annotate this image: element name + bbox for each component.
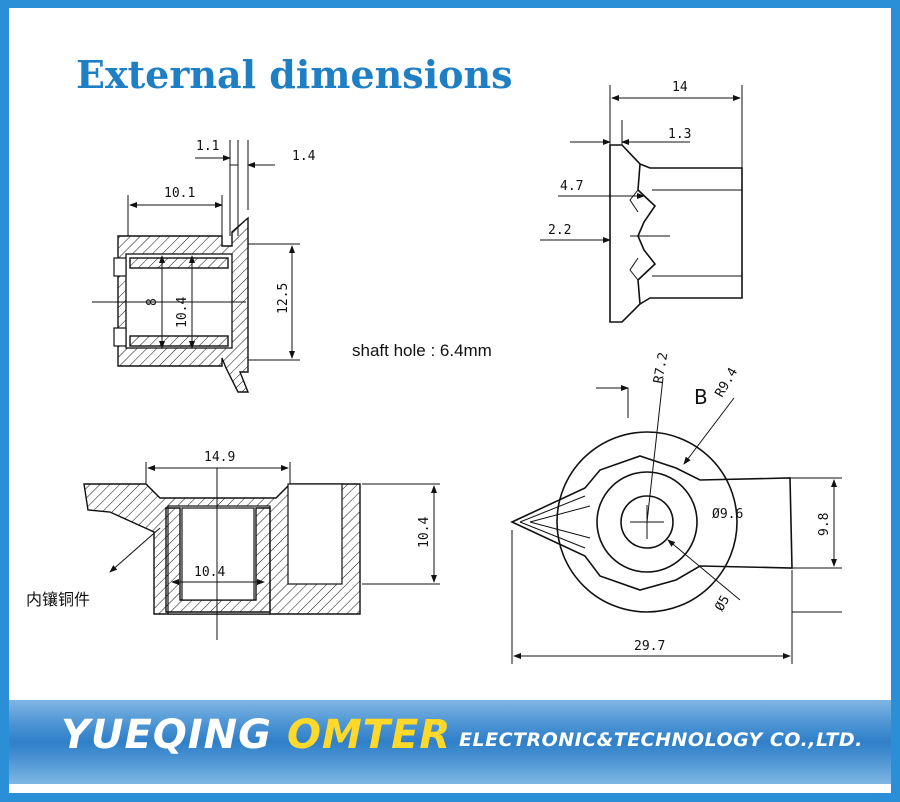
dim-10-4-side: 10.4 (175, 297, 190, 328)
dim-r7-2: R7.2 (651, 351, 671, 384)
dim-1-3: 1.3 (668, 127, 691, 142)
dim-14: 14 (672, 80, 688, 95)
dim-phi-5: Ø5 (712, 593, 733, 614)
dim-1-1: 1.1 (196, 139, 219, 154)
brand-omter: OMTER (287, 712, 452, 758)
front-section-view: 14.9 10.4 10.4 (83, 450, 440, 640)
top-view: R7.2 R9.4 B Ø9.6 Ø5 9.8 29.7 (510, 351, 842, 664)
insert-note: 内镶铜件 (26, 590, 90, 609)
dim-10-4-height: 10.4 (417, 517, 432, 548)
brand-company-name: ELECTRONIC&TECHNOLOGY CO.,LTD. (459, 729, 863, 751)
dim-12-5: 12.5 (276, 283, 291, 314)
dim-r9-4: R9.4 (712, 365, 741, 400)
side-outline-view: 14 1.3 4.7 2.2 (540, 80, 743, 323)
side-section-view: 1.1 1.4 10.1 8 10.4 12.5 (92, 139, 316, 393)
dim-9-8: 9.8 (817, 513, 832, 536)
view-b-label: B (694, 385, 708, 409)
dim-1-4: 1.4 (292, 149, 316, 164)
dim-2-2: 2.2 (548, 223, 571, 238)
dim-8: 8 (145, 298, 160, 306)
brand-yueqing: YUEQING (61, 712, 272, 758)
dim-10-4-inner: 10.4 (194, 565, 225, 580)
dim-29-7: 29.7 (634, 639, 665, 654)
page-title: External dimensions (76, 52, 513, 97)
dim-10-1: 10.1 (164, 186, 195, 201)
dim-4-7: 4.7 (560, 179, 583, 194)
dim-14-9: 14.9 (204, 450, 235, 465)
company-banner: YUEQING OMTER ELECTRONIC&TECHNOLOGY CO.,… (9, 700, 891, 784)
dim-phi-9-6: Ø9.6 (712, 507, 743, 522)
shaft-hole-note: shaft hole : 6.4mm (352, 341, 492, 360)
